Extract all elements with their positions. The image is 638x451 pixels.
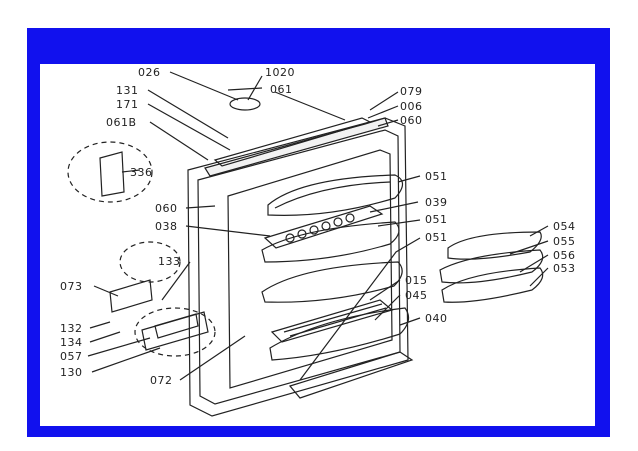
label-055: 055 (553, 235, 576, 248)
door-outer-frame (187, 117, 409, 417)
label-006: 006 (400, 100, 423, 113)
side-shelf (441, 267, 544, 303)
label-040: 040 (425, 312, 448, 325)
label-336: 336 (130, 166, 153, 179)
label-057: 057 (60, 350, 83, 363)
label-061b: 061B (106, 116, 137, 129)
top-cap (204, 117, 389, 177)
label-054: 054 (553, 220, 576, 233)
label-015: 015 (405, 274, 428, 287)
label-1020: 1020 (265, 66, 295, 79)
label-061: 061 (270, 83, 293, 96)
label-073: 073 (60, 280, 83, 293)
label-131: 131 (116, 84, 139, 97)
door-shelf (261, 261, 403, 303)
hinge-block (141, 311, 209, 351)
label-130: 130 (60, 366, 83, 379)
label-079: 079 (400, 85, 423, 98)
label-060-side: 060 (155, 202, 178, 215)
side-cap-336 (99, 151, 125, 197)
label-026: 026 (138, 66, 161, 79)
door-liner (227, 149, 393, 389)
handle-part-026 (229, 97, 261, 111)
label-051-middle: 051 (425, 213, 448, 226)
label-039: 039 (425, 196, 448, 209)
door-shelf (261, 221, 400, 263)
side-shelf (447, 231, 542, 260)
label-171: 171 (116, 98, 139, 111)
egg-tray (263, 205, 384, 249)
door-shelf (267, 174, 404, 216)
label-051-lower: 051 (425, 231, 448, 244)
label-132: 132 (60, 322, 83, 335)
label-056: 056 (553, 249, 576, 262)
label-053: 053 (553, 262, 576, 275)
label-045: 045 (405, 289, 428, 302)
door-bottom (288, 351, 414, 399)
label-060-top: 060 (400, 114, 423, 127)
label-038: 038 (155, 220, 178, 233)
label-133: 133 (158, 255, 181, 268)
part-labels: 026 1020 131 061 079 171 006 060 061B 33… (60, 66, 576, 387)
diagram-canvas (40, 64, 595, 426)
label-072: 072 (150, 374, 173, 387)
bottle-tray (270, 299, 394, 343)
label-051-top: 051 (425, 170, 448, 183)
hinge-plate (109, 279, 153, 313)
side-shelf (439, 249, 544, 284)
label-134: 134 (60, 336, 83, 349)
